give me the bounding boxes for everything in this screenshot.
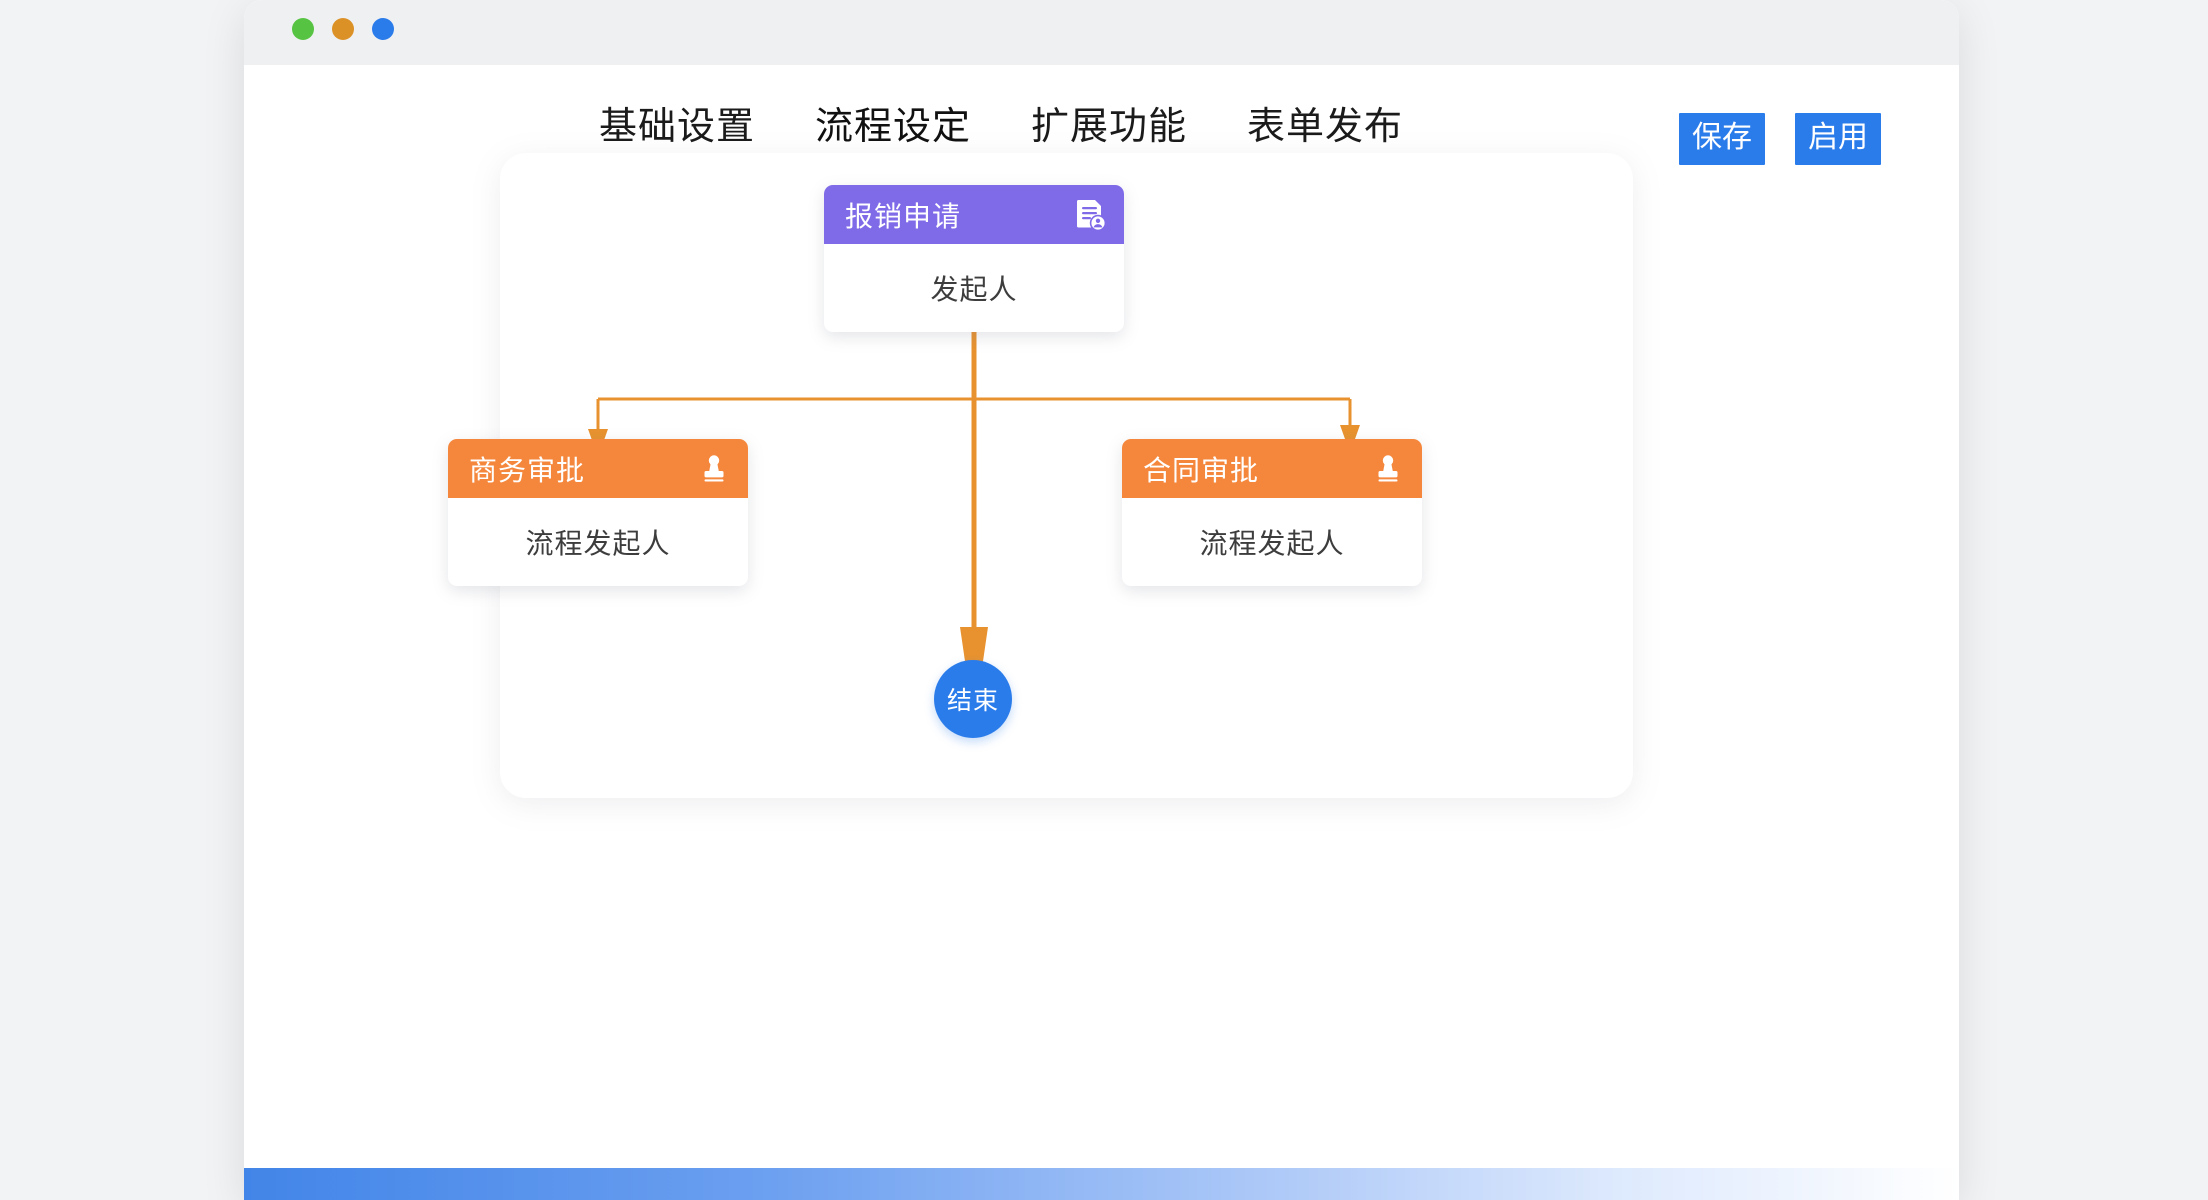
flow-canvas[interactable]: 报销申请 <box>448 153 1633 798</box>
flow-node-end-label: 结束 <box>946 687 999 715</box>
maximize-dot[interactable] <box>372 18 394 40</box>
tab-label: 流程设定 <box>815 106 972 148</box>
nav-actions: 保存 启用 <box>1679 113 1881 165</box>
tab-label: 扩展功能 <box>1031 106 1188 148</box>
flow-node-assignee: 流程发起人 <box>525 528 671 559</box>
stamp-approval-icon <box>1371 452 1405 486</box>
bottom-accent-bar <box>244 1168 1959 1200</box>
flow-diagram: 报销申请 <box>448 153 1633 798</box>
window-titlebar <box>244 0 1959 65</box>
save-button[interactable]: 保存 <box>1679 113 1765 165</box>
enable-button[interactable]: 启用 <box>1795 113 1881 165</box>
flow-node-header: 报销申请 <box>824 185 1124 244</box>
tab-basic-settings[interactable]: 基础设置 <box>599 101 755 169</box>
flow-node-assignee: 流程发起人 <box>1199 528 1345 559</box>
flow-node-assignee: 发起人 <box>930 274 1018 305</box>
tab-label: 表单发布 <box>1247 106 1404 148</box>
flow-node-header: 商务审批 <box>448 439 748 498</box>
flow-node-title: 报销申请 <box>845 200 962 232</box>
stamp-approval-icon <box>697 452 731 486</box>
flow-node-start[interactable]: 报销申请 <box>824 185 1124 332</box>
close-dot[interactable] <box>292 18 314 40</box>
flow-node-end[interactable]: 结束 <box>934 660 1012 738</box>
tab-form-publish[interactable]: 表单发布 <box>1247 101 1403 169</box>
top-navigation: 基础设置 流程设定 扩展功能 表单发布 保存 启用 <box>244 65 1959 185</box>
flow-node-contract-approval[interactable]: 合同审批 流程发起人 <box>1122 439 1422 586</box>
tab-label: 基础设置 <box>599 106 756 148</box>
tab-extended-features[interactable]: 扩展功能 <box>1031 101 1187 169</box>
flow-node-title: 商务审批 <box>469 454 586 486</box>
traffic-light-controls <box>292 18 394 40</box>
form-applicant-icon <box>1073 198 1107 232</box>
flow-node-title: 合同审批 <box>1143 454 1260 486</box>
flow-node-business-approval[interactable]: 商务审批 流程发起人 <box>448 439 748 586</box>
minimize-dot[interactable] <box>332 18 354 40</box>
app-window: 基础设置 流程设定 扩展功能 表单发布 保存 启用 <box>244 0 1959 1200</box>
flow-node-header: 合同审批 <box>1122 439 1422 498</box>
